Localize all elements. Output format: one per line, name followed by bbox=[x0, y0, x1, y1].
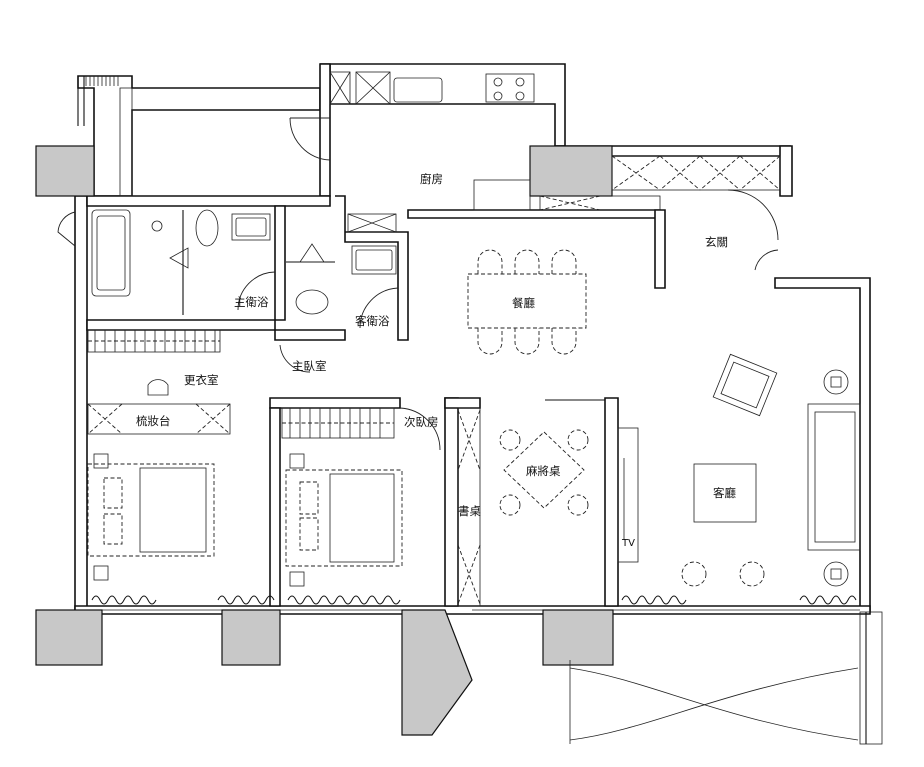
room-labels: 廚房 玄關 主衛浴 客衛浴 餐廳 更衣室 梳妝台 主臥室 次臥房 麻將桌 書桌 … bbox=[136, 172, 736, 549]
entry-fixtures bbox=[539, 155, 781, 271]
label-tv: TV bbox=[621, 538, 635, 549]
label-entry: 玄關 bbox=[705, 235, 728, 249]
label-master-bath: 主衛浴 bbox=[234, 295, 269, 309]
label-kitchen: 廚房 bbox=[420, 172, 443, 186]
label-vanity: 梳妝台 bbox=[136, 414, 171, 428]
closet-fixtures bbox=[87, 329, 441, 451]
label-second-bedroom: 次臥房 bbox=[404, 415, 439, 429]
bottom-balcony bbox=[569, 611, 883, 745]
pillars bbox=[35, 145, 614, 736]
outer-walls bbox=[74, 63, 871, 615]
curtains bbox=[91, 595, 857, 605]
dining-fixtures bbox=[467, 249, 587, 355]
master-bed bbox=[87, 453, 215, 581]
study-fixtures bbox=[457, 399, 605, 607]
guest-bath-fixtures bbox=[279, 213, 399, 373]
label-mahjong-table: 麻將桌 bbox=[526, 464, 561, 478]
kitchen-fixtures bbox=[289, 71, 535, 211]
label-master-bedroom: 主臥室 bbox=[292, 359, 327, 373]
second-bed bbox=[285, 453, 403, 587]
label-dining: 餐廳 bbox=[512, 296, 535, 310]
side-door bbox=[57, 211, 76, 247]
label-closet: 更衣室 bbox=[184, 373, 219, 387]
label-living: 客廳 bbox=[713, 486, 736, 500]
label-desk: 書桌 bbox=[458, 504, 481, 518]
master-bath-fixtures bbox=[91, 209, 276, 315]
living-fixtures bbox=[617, 353, 861, 587]
label-guest-bath: 客衛浴 bbox=[355, 314, 390, 328]
balcony-rail bbox=[77, 76, 133, 197]
